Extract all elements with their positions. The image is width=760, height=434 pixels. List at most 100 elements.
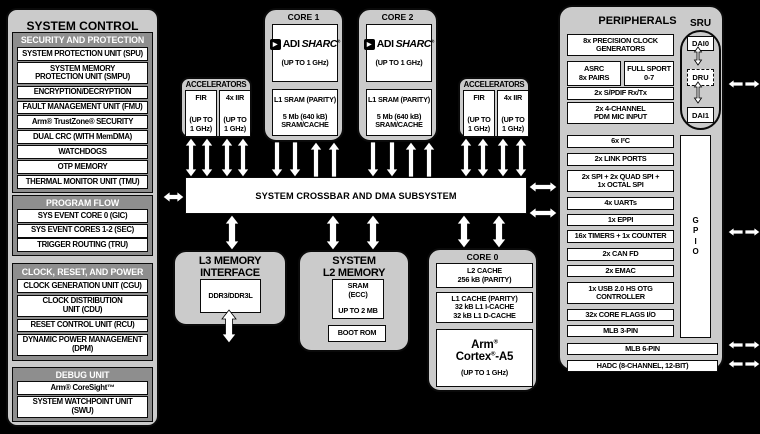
accelerators-right-panel: ACCELERATORS FIR (UP TO 1 GHz) 4x IIR (U… xyxy=(458,77,530,138)
dru-block: DRU xyxy=(687,69,714,86)
double-arrow-vertical-icon xyxy=(325,214,341,251)
adi-wordmark: ADI xyxy=(282,38,300,51)
double-arrow-vertical-icon xyxy=(476,137,490,178)
peripheral-block: 8x PRECISION CLOCK GENERATORS xyxy=(567,34,674,56)
sru-title: SRU xyxy=(689,18,712,29)
ddr3-block: DDR3/DDR3L xyxy=(200,279,261,313)
double-arrow-horizontal-icon xyxy=(528,206,558,220)
double-arrow-vertical-icon xyxy=(220,137,234,178)
core1-l1-sram-block: L1 SRAM (PARITY) 5 Mb (640 kB) SRAM/CACH… xyxy=(272,89,338,136)
gpio-letter: P xyxy=(692,226,699,235)
peripherals-title: PERIPHERALS xyxy=(598,15,677,27)
system-control-block: DUAL CRC (WITH MemDMA) xyxy=(17,130,148,144)
double-arrow-vertical-icon xyxy=(200,137,214,178)
adi-triangle-icon: ▶ xyxy=(363,38,375,50)
crossbar-label: SYSTEM CROSSBAR AND DMA SUBSYSTEM xyxy=(255,190,457,201)
peripheral-block: 2x CAN FD xyxy=(567,248,674,261)
gpio-block: G P I O xyxy=(680,135,711,338)
system-control-block: Arm® TrustZone® SECURITY xyxy=(17,115,148,130)
l2-memory-panel: SYSTEM L2 MEMORY SRAM (ECC) UP TO 2 MB B… xyxy=(298,250,410,352)
peripheral-block: 6x I²C xyxy=(567,135,674,148)
iir-label: 4x IIR xyxy=(503,93,523,102)
section-title: CLOCK, RESET, AND POWER xyxy=(21,266,144,277)
gpio-letter: G xyxy=(692,215,699,225)
security-protection-section: SECURITY AND PROTECTION SYSTEM PROTECTIO… xyxy=(12,32,153,193)
iir-label: 4x IIR xyxy=(225,93,245,102)
iir-accelerator-block: 4x IIR (UP TO 1 GHz) xyxy=(219,90,251,137)
section-title: DEBUG UNIT xyxy=(55,369,110,380)
core2-speed: (UP TO 1 GHz) xyxy=(375,58,423,68)
system-control-block: SYS EVENT CORES 1-2 (SEC) xyxy=(17,223,148,238)
double-arrow-horizontal-icon xyxy=(162,190,185,204)
system-control-block: SYSTEM PROTECTION UNIT (SPU) xyxy=(17,47,148,61)
peripheral-block: HADC (8-CHANNEL, 12-BIT) xyxy=(567,360,718,372)
iir-accelerator-block: 4x IIR (UP TO 1 GHz) xyxy=(497,90,529,137)
core0-panel: CORE 0 L2 CACHE 256 kB (PARITY) L1 CACHE… xyxy=(427,248,538,392)
arrow-left-icon xyxy=(727,339,744,351)
peripheral-block: MLB 3-PIN xyxy=(567,325,674,337)
fir-speed: (UP TO 1 GHz) xyxy=(467,115,491,133)
peripheral-block: 2x S/PDIF Rx/Tx xyxy=(567,87,674,100)
arrow-down-icon xyxy=(366,141,380,178)
double-arrow-vertical-icon xyxy=(459,137,473,178)
arrow-left-icon xyxy=(727,226,744,238)
arrow-left-icon xyxy=(727,358,744,370)
clock-reset-power-section: CLOCK, RESET, AND POWER CLOCK GENERATION… xyxy=(12,263,153,361)
double-arrow-vertical-icon xyxy=(236,137,250,178)
peripheral-block: 2x LINK PORTS xyxy=(567,153,674,166)
system-control-title: SYSTEM CONTROL xyxy=(26,19,139,33)
system-control-block: TRIGGER ROUTING (TRU) xyxy=(17,238,148,253)
peripheral-block: 1x EPPI xyxy=(567,214,674,226)
system-control-block: SYSTEM MEMORY PROTECTION UNIT (SMPU) xyxy=(17,62,148,85)
core0-title: CORE 0 xyxy=(466,252,499,262)
arrow-down-icon xyxy=(385,141,399,178)
system-control-block: FAULT MANAGEMENT UNIT (FMU) xyxy=(17,100,148,115)
fir-accelerator-block: FIR (UP TO 1 GHz) xyxy=(185,90,217,137)
double-arrow-vertical-icon xyxy=(496,137,510,178)
fir-accelerator-block: FIR (UP TO 1 GHz) xyxy=(463,90,495,137)
accelerators-title: ACCELERATORS xyxy=(463,80,525,89)
arrow-right-icon xyxy=(744,358,760,370)
system-crossbar-block: SYSTEM CROSSBAR AND DMA SUBSYSTEM xyxy=(185,177,527,214)
arrow-right-icon xyxy=(744,339,760,351)
arrow-up-icon xyxy=(404,141,418,178)
registered-mark: ® xyxy=(430,39,435,45)
fir-speed: (UP TO 1 GHz) xyxy=(189,115,213,133)
arrow-up-icon xyxy=(327,141,341,178)
system-control-block: ENCRYPTION/DECRYPTION xyxy=(17,85,148,100)
section-title: SECURITY AND PROTECTION xyxy=(20,35,145,46)
section-title: PROGRAM FLOW xyxy=(45,197,120,208)
double-arrow-vertical-icon xyxy=(491,214,507,249)
peripheral-block: 2x 4-CHANNEL PDM MIC INPUT xyxy=(567,102,674,124)
arrow-up-icon xyxy=(309,141,323,178)
double-arrow-vertical-icon xyxy=(184,137,198,178)
arrow-down-icon xyxy=(270,141,284,178)
system-control-block: CLOCK DISTRIBUTION UNIT (CDU) xyxy=(17,294,148,317)
sharc-wordmark: SHARC xyxy=(395,38,432,51)
peripheral-block: 32x CORE FLAGS I/O xyxy=(567,309,674,321)
peripheral-block: 2x EMAC xyxy=(567,265,674,277)
registered-mark: ® xyxy=(493,339,498,346)
adi-wordmark: ADI xyxy=(376,38,394,51)
arrow-left-icon xyxy=(727,78,744,90)
dai1-block: DAI1 xyxy=(687,107,714,123)
system-control-block: WATCHDOGS xyxy=(17,145,148,159)
cortex-model: -A5 xyxy=(495,351,514,364)
system-control-block: SYS EVENT CORE 0 (GIC) xyxy=(17,209,148,224)
sharc-wordmark: SHARC xyxy=(301,38,338,51)
double-arrow-vertical-icon xyxy=(456,214,472,249)
core2-title: CORE 2 xyxy=(381,12,414,22)
cortex-a5-label: Arm®Cortex®-A5 xyxy=(456,339,514,364)
fir-label: FIR xyxy=(195,93,207,102)
core0-speed: (UP TO 1 GHz) xyxy=(461,367,508,377)
l3-memory-title: L3 MEMORY INTERFACE xyxy=(198,255,262,279)
system-control-panel: SYSTEM CONTROL SECURITY AND PROTECTION S… xyxy=(6,8,159,427)
system-control-block: DYNAMIC POWER MANAGEMENT (DPM) xyxy=(17,333,148,357)
